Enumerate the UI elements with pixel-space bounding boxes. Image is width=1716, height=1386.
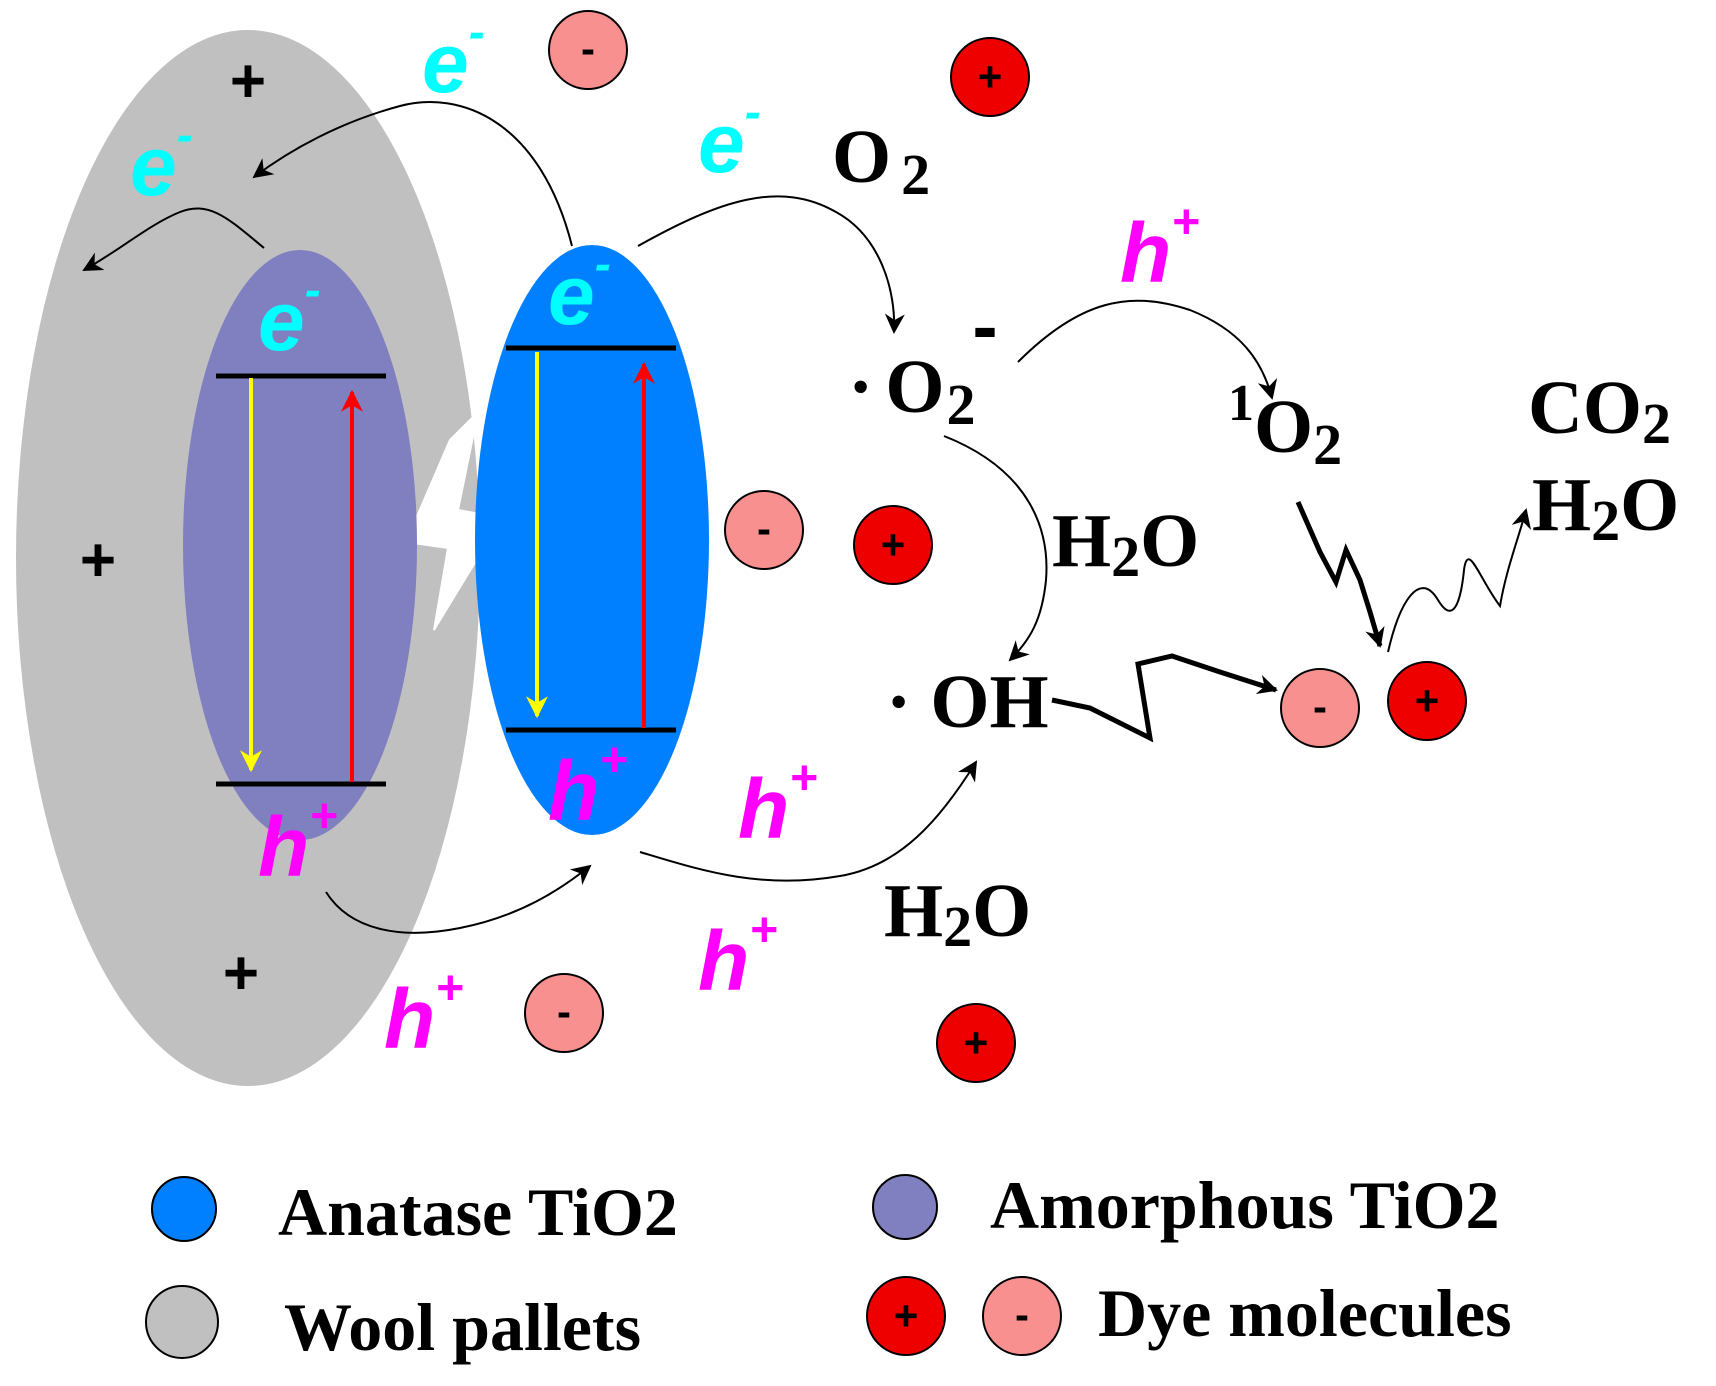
hydroxyl-attack-wavy-arrow <box>1051 653 1278 743</box>
electron-label-top: e- <box>422 6 485 110</box>
superoxide-charge: - <box>972 284 997 369</box>
hole-label-upper: h+ <box>738 752 817 856</box>
svg-text:-: - <box>757 505 771 552</box>
electron-label-anatase-out: e- <box>698 86 761 190</box>
legend-amorphous-swatch <box>872 1174 938 1240</box>
legend-anatase-swatch <box>151 1176 217 1242</box>
electron-transfer-anatase-to-wool-arrow <box>252 101 573 247</box>
svg-text:+: + <box>881 521 906 568</box>
electron-label-anatase: e- <box>548 238 611 342</box>
label-water-lower: H2O <box>884 869 1031 959</box>
wool-charge-bottom: + <box>223 939 259 1008</box>
electron-to-oxygen-arrow <box>637 195 905 334</box>
electron-label-amorphous: e- <box>258 264 321 368</box>
legend-dye-positive-swatch: + <box>866 1276 946 1356</box>
degradation-product-wavy-arrow <box>1387 508 1532 653</box>
electron-transfer-amorphous-to-wool-arrow <box>82 207 265 271</box>
dye-negative-bottom: - <box>524 973 604 1053</box>
singlet-oxygen-attack-wavy-arrow <box>1295 500 1385 648</box>
label-co2: CO2 <box>1528 366 1671 456</box>
svg-text:-: - <box>1313 683 1327 730</box>
hole-label-bottom: h+ <box>384 962 463 1066</box>
dye-positive-bottom: + <box>936 1003 1016 1083</box>
svg-text:-: - <box>581 25 595 72</box>
hole-transfer-amorphous-to-anatase-arrow <box>325 864 592 934</box>
dye-positive-top: + <box>950 37 1030 117</box>
wool-charge-middle: + <box>80 526 116 595</box>
lightning-bolt-icon <box>404 408 504 631</box>
dye-positive-middle: + <box>853 505 933 585</box>
label-hydroxyl: · OH <box>886 660 1049 744</box>
label-superoxide: ·O2 <box>848 345 975 437</box>
legend-dye-label: Dye molecules <box>1098 1275 1512 1351</box>
svg-text:-: - <box>1015 1291 1029 1338</box>
legend-wool-label: Wool pallets <box>284 1289 641 1365</box>
svg-text:+: + <box>964 1019 989 1066</box>
svg-text:-: - <box>557 988 571 1035</box>
legend: Anatase TiO2 Amorphous TiO2 Wool pallets… <box>145 1167 1512 1365</box>
legend-amorphous-label: Amorphous TiO2 <box>990 1167 1500 1243</box>
anatase-tio2-particle <box>475 245 709 835</box>
dye-negative-middle: - <box>724 490 804 570</box>
svg-text:+: + <box>894 1292 919 1339</box>
electron-label-wool: e- <box>130 109 193 213</box>
superoxide-to-hydroxyl-arrow <box>943 435 1048 662</box>
hole-label-anatase: h+ <box>548 734 627 838</box>
svg-text:+: + <box>978 53 1003 100</box>
dye-negative-top: - <box>548 10 628 90</box>
label-singlet-oxygen: 1O2 <box>1228 375 1342 477</box>
legend-anatase-label: Anatase TiO2 <box>278 1174 678 1250</box>
hole-to-hydroxyl-arrow <box>639 760 978 882</box>
superoxide-to-singlet-oxygen-arrow <box>1017 299 1278 400</box>
legend-wool-swatch <box>145 1285 219 1359</box>
hole-label-to-o2: h+ <box>1120 196 1199 300</box>
label-water-middle: H2O <box>1052 499 1199 589</box>
hole-label-lower: h+ <box>698 904 777 1008</box>
label-water-product: H2O <box>1532 463 1679 553</box>
dye-positive-target: + <box>1387 661 1467 741</box>
svg-text:+: + <box>1415 677 1440 724</box>
wool-charge-top: + <box>230 47 266 116</box>
legend-dye-negative-swatch: - <box>982 1276 1062 1356</box>
dye-negative-target: - <box>1280 668 1360 748</box>
hole-label-amorphous: h+ <box>258 790 337 894</box>
